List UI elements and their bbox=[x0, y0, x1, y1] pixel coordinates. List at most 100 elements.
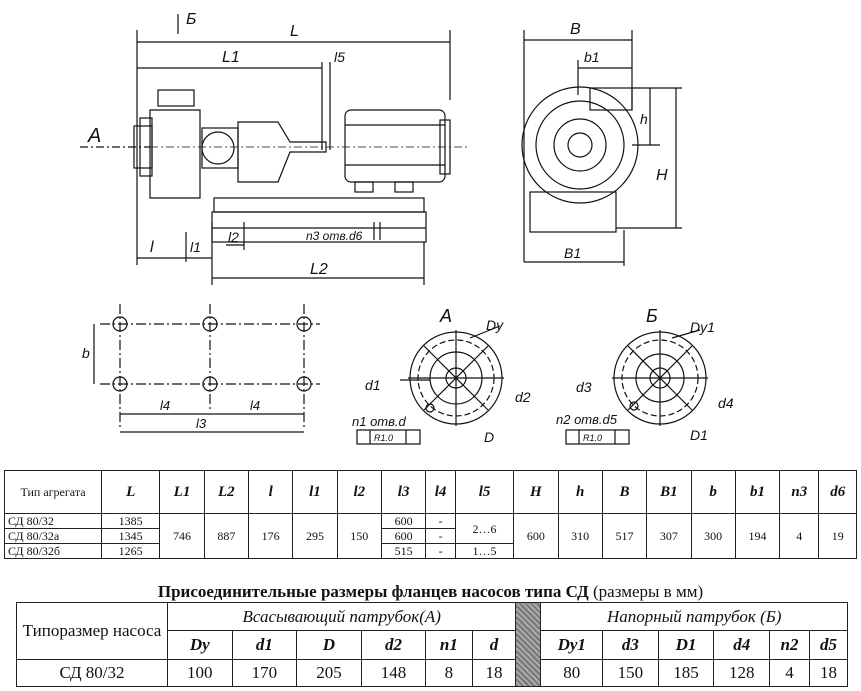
dim-l2-label: l2 bbox=[228, 229, 239, 245]
value-cell: 100 bbox=[167, 659, 233, 687]
col-header: l4 bbox=[425, 470, 456, 514]
dim-B1-label: B1 bbox=[564, 245, 581, 261]
L2-cell: 887 bbox=[203, 513, 249, 559]
value-cell: 170 bbox=[231, 659, 298, 687]
n3-cell: 4 bbox=[779, 513, 820, 559]
flange-b-dy: Dy1 bbox=[690, 319, 715, 335]
discharge-group-header: Напорный патрубок (Б) bbox=[540, 602, 848, 631]
col-header: d bbox=[471, 630, 517, 660]
col-header: L2 bbox=[203, 470, 249, 514]
l4-cell: - bbox=[425, 513, 456, 529]
col-header: d2 bbox=[360, 630, 427, 660]
dim-H-label: H bbox=[656, 167, 668, 184]
dim-b-label: b bbox=[82, 345, 90, 361]
value-cell: 185 bbox=[657, 659, 715, 687]
units-dimensions-table: Тип агрегата L L1 L2 l l1 l2 l3 l4 l5 H … bbox=[4, 470, 857, 559]
flange-a-d1: d1 bbox=[365, 377, 381, 393]
flange-table-title: Присоединительные размеры фланцев насосо… bbox=[0, 582, 861, 602]
col-header: H bbox=[513, 470, 559, 514]
col-header: n2 bbox=[769, 630, 810, 660]
dim-h-label: h bbox=[640, 111, 648, 127]
col-header: l bbox=[247, 470, 294, 514]
l3-cell: 600 bbox=[380, 513, 427, 529]
holes-n3-label: n3 отв.d6 bbox=[306, 229, 363, 243]
flange-a-D: D bbox=[484, 429, 494, 445]
col-header: l3 bbox=[380, 470, 427, 514]
dim-B-label: B bbox=[570, 21, 581, 38]
L-cell: 1265 bbox=[100, 543, 161, 559]
model-cell: СД 80/32б bbox=[4, 543, 102, 559]
flange-a-dy: Dy bbox=[486, 317, 504, 333]
value-cell: 128 bbox=[713, 659, 771, 687]
value-cell: 18 bbox=[471, 659, 517, 687]
col-header: n3 bbox=[779, 470, 820, 514]
l4-cell: - bbox=[425, 528, 456, 544]
L-cell: 1345 bbox=[100, 528, 161, 544]
flange-b-title: Б bbox=[646, 306, 658, 326]
dim-l5-label: l5 bbox=[334, 49, 345, 65]
col-header: d5 bbox=[808, 630, 849, 660]
col-header: d1 bbox=[231, 630, 298, 660]
value-cell: 150 bbox=[602, 659, 659, 687]
l2-cell: 150 bbox=[336, 513, 382, 559]
L-cell: 1385 bbox=[100, 513, 161, 529]
table-row: СД 80/32 100 170 205 148 8 18 80 150 185… bbox=[16, 659, 849, 687]
b1-cell: 194 bbox=[734, 513, 781, 559]
value-cell: 18 bbox=[808, 659, 849, 687]
table-header-row: Тип агрегата L L1 L2 l l1 l2 l3 l4 l5 H … bbox=[4, 470, 857, 514]
col-header: l2 bbox=[336, 470, 382, 514]
value-cell: 4 bbox=[769, 659, 810, 687]
dim-l4b-label: l4 bbox=[250, 398, 260, 413]
H-cell: 600 bbox=[513, 513, 559, 559]
col-header: D1 bbox=[657, 630, 715, 660]
dim-b1-label: b1 bbox=[584, 49, 600, 65]
technical-drawing: L L1 l5 Б A l l1 l2 L2 n3 отв.d6 B b1 h … bbox=[80, 11, 734, 445]
col-header: B bbox=[601, 470, 648, 514]
col-header: l1 bbox=[292, 470, 338, 514]
foundation-plan bbox=[93, 304, 320, 433]
col-type: Типоразмер насоса bbox=[16, 602, 168, 660]
value-cell: 148 bbox=[360, 659, 427, 687]
col-header: B1 bbox=[646, 470, 692, 514]
value-cell: 8 bbox=[425, 659, 473, 687]
flange-a-tol: R1.0 bbox=[374, 433, 393, 443]
col-header: h bbox=[557, 470, 603, 514]
dim-L2-label: L2 bbox=[310, 261, 328, 278]
l3-cell: 515 bbox=[380, 543, 427, 559]
flange-a-d2: d2 bbox=[515, 389, 531, 405]
flange-a bbox=[356, 325, 504, 445]
col-header: n1 bbox=[425, 630, 473, 660]
col-header: Dy bbox=[167, 630, 233, 660]
flange-b-D1: D1 bbox=[690, 427, 708, 443]
l3-cell: 600 bbox=[380, 528, 427, 544]
table-row: СД 80/32б 1265 515 - 1…5 bbox=[4, 543, 857, 559]
dim-l4a-label: l4 bbox=[160, 398, 170, 413]
col-header: D bbox=[296, 630, 362, 660]
model-cell: СД 80/32 bbox=[4, 513, 102, 529]
col-header: d4 bbox=[713, 630, 771, 660]
L1-cell: 746 bbox=[159, 513, 205, 559]
B1-cell: 307 bbox=[646, 513, 692, 559]
view-a-label: A bbox=[87, 125, 101, 147]
section-b-label: Б bbox=[186, 11, 196, 28]
end-view bbox=[521, 30, 682, 266]
col-header: l5 bbox=[454, 470, 515, 514]
col-header: b bbox=[690, 470, 736, 514]
col-header: d3 bbox=[602, 630, 659, 660]
flange-title-units: (размеры в мм) bbox=[588, 582, 704, 601]
separator bbox=[515, 602, 542, 687]
table-row: СД 80/32а 1345 600 - bbox=[4, 528, 857, 544]
dim-l-label: l bbox=[150, 239, 154, 256]
col-header: Dy1 bbox=[540, 630, 604, 660]
dim-l3-label: l3 bbox=[196, 416, 207, 431]
side-view bbox=[80, 14, 470, 285]
d6-cell: 19 bbox=[818, 513, 857, 559]
b-cell: 300 bbox=[690, 513, 736, 559]
l5-cell: 1…5 bbox=[454, 543, 515, 559]
model-cell: СД 80/32 bbox=[16, 659, 168, 687]
col-header: b1 bbox=[734, 470, 781, 514]
l4-cell: - bbox=[425, 543, 456, 559]
flange-b-tol: R1.0 bbox=[583, 433, 602, 443]
flange-dimensions-table: Типоразмер насоса Всасывающий патрубок(А… bbox=[16, 602, 849, 687]
col-header: L1 bbox=[159, 470, 205, 514]
